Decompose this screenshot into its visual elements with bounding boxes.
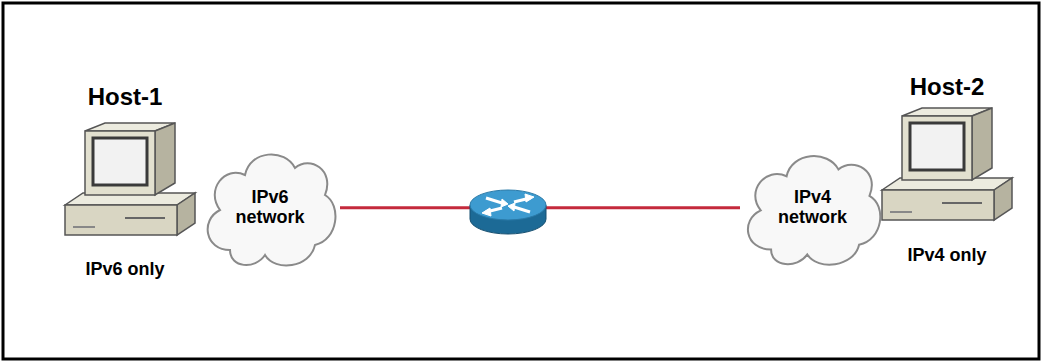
host-note: IPv6 only <box>85 260 164 280</box>
host-note: IPv4 only <box>907 246 986 266</box>
computer-icon <box>65 123 195 235</box>
border <box>3 3 1039 359</box>
network-cloud: IPv4 network <box>740 142 885 274</box>
network-label: IPv6 network <box>225 188 315 228</box>
host-name: Host-2 <box>910 74 985 100</box>
network-label: IPv4 network <box>768 188 858 228</box>
host-name: Host-1 <box>88 84 163 110</box>
computer-icon <box>882 108 1012 220</box>
network-cloud: IPv6 network <box>200 140 340 275</box>
host: Host-1IPv6 only <box>50 84 200 280</box>
host: Host-2IPv4 only <box>872 74 1022 266</box>
